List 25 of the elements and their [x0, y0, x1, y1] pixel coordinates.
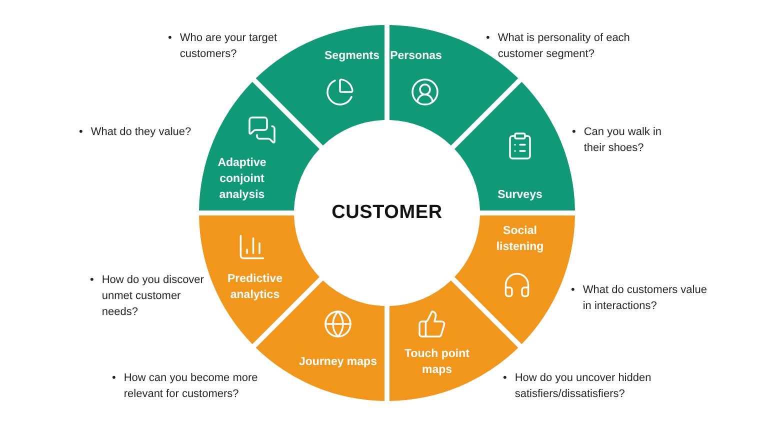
- question-text: What do they value?: [90, 125, 192, 140]
- segment-label: Adaptive conjoint analysis: [216, 156, 268, 203]
- segment-label: Social listening: [495, 224, 545, 255]
- question-text: How do you discover unmet customer needs?: [102, 273, 205, 320]
- segment-label: Surveys: [496, 188, 544, 203]
- segment-label: Personas: [389, 49, 443, 64]
- bullet: •: [168, 31, 172, 46]
- bullet: •: [572, 125, 576, 140]
- segment-label: Segments: [324, 49, 380, 64]
- bullet: •: [486, 31, 490, 46]
- question-text: How can you become more relevant for customers?: [124, 371, 259, 402]
- segment-label: Touch point maps: [404, 347, 470, 378]
- bullet: •: [79, 125, 83, 140]
- segment-label: Predictive analytics: [226, 272, 284, 303]
- question-text: How do you uncover hidden satisfiers/dissatisfiers?: [514, 371, 652, 402]
- question-text: What do customers value in interactions?: [582, 283, 708, 314]
- bullet: •: [503, 371, 507, 386]
- question-text: What is personality of each customer segment?: [498, 31, 631, 62]
- question-text: Can you walk in their shoes?: [584, 125, 663, 156]
- bullet: •: [90, 273, 94, 288]
- center-label: CUSTOMER: [332, 202, 442, 224]
- bullet: •: [571, 283, 575, 298]
- bullet: •: [112, 371, 116, 386]
- segment-label: Journey maps: [298, 355, 378, 370]
- question-text: Who are your target customers?: [180, 31, 278, 62]
